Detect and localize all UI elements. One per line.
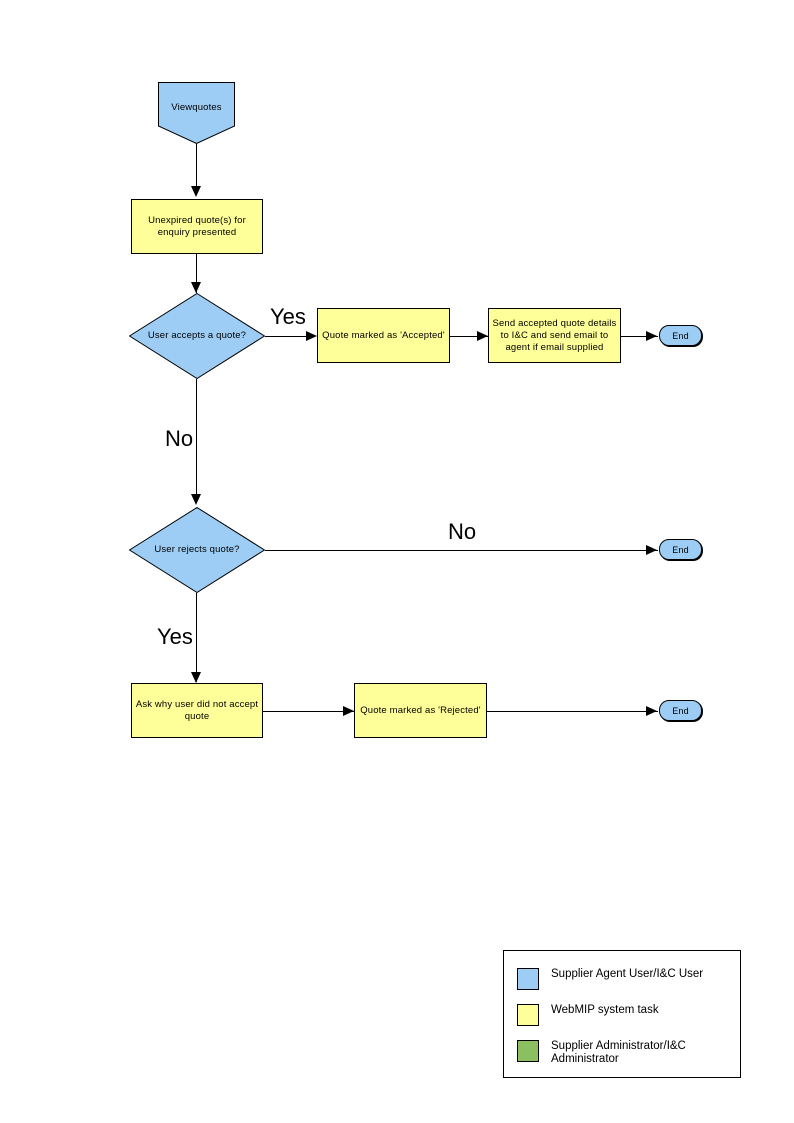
node-end-no-action[interactable]: End	[659, 539, 702, 560]
legend-panel: Supplier Agent User/I&C User WebMIP syst…	[503, 950, 741, 1078]
legend-item-admin: Supplier Administrator/I&C Administrator	[517, 1040, 737, 1066]
node-decision-user-rejects[interactable]: User rejects quote?	[129, 507, 265, 593]
legend-item-actor: Supplier Agent User/I&C User	[517, 968, 703, 990]
connector-unexpired-to-decision-accept	[196, 254, 197, 293]
diamond-shape-icon	[129, 507, 265, 593]
arrowhead-send-details-to-end	[646, 331, 657, 341]
arrowhead-start-to-unexpired	[191, 186, 201, 197]
arrowhead-accepted-to-send-details	[477, 331, 488, 341]
arrowhead-decision-accept-yes	[306, 331, 317, 341]
arrowhead-decision-accept-no	[191, 494, 201, 505]
connector-rejected-to-end	[487, 711, 658, 712]
node-end-accepted-label: End	[672, 330, 689, 341]
legend-swatch-admin	[517, 1040, 539, 1062]
connector-send-details-to-end	[621, 336, 658, 337]
node-unexpired-quotes-label: Unexpired quote(s) for enquiry presented	[148, 214, 246, 238]
node-ask-why[interactable]: Ask why user did not accept quote	[131, 683, 263, 738]
legend-swatch-actor	[517, 968, 539, 990]
node-quote-marked-rejected-label: Quote marked as 'Rejected'	[360, 704, 481, 716]
arrowhead-decision-reject-no	[646, 545, 657, 555]
arrowhead-rejected-to-end	[646, 706, 657, 716]
branch-label-accept-no: No	[165, 426, 194, 451]
connector-decision-reject-yes	[196, 593, 197, 682]
connector-decision-accept-yes	[265, 336, 312, 337]
connector-accepted-to-send-details	[450, 336, 488, 337]
diamond-shape-icon	[129, 293, 265, 379]
node-quote-marked-rejected[interactable]: Quote marked as 'Rejected'	[354, 683, 487, 738]
legend-label-actor: Supplier Agent User/I&C User	[551, 968, 704, 980]
arrowhead-unexpired-to-decision-accept	[191, 282, 201, 293]
node-end-rejected[interactable]: End	[659, 700, 702, 721]
node-end-accepted[interactable]: End	[659, 325, 702, 346]
connector-ask-why-to-rejected	[263, 711, 354, 712]
node-quote-marked-accepted[interactable]: Quote marked as 'Accepted'	[317, 308, 450, 363]
legend-swatch-system	[517, 1004, 539, 1026]
legend-label-admin: Supplier Administrator/I&C Administrator	[551, 1040, 686, 1065]
branch-label-reject-no: No	[448, 519, 477, 544]
node-send-accepted-details[interactable]: Send accepted quote details to I&C and s…	[488, 308, 621, 363]
pentagon-shape-icon	[158, 82, 235, 144]
node-decision-user-accepts[interactable]: User accepts a quote?	[129, 293, 265, 379]
legend-item-system: WebMIP system task	[517, 1004, 659, 1026]
connector-start-to-unexpired	[196, 144, 197, 188]
arrowhead-decision-reject-yes	[191, 672, 201, 683]
branch-label-reject-yes: Yes	[157, 624, 193, 649]
node-end-no-action-label: End	[672, 544, 689, 555]
node-send-accepted-details-label: Send accepted quote details to I&C and s…	[492, 317, 617, 353]
branch-label-accept-yes: Yes	[270, 304, 306, 329]
node-end-rejected-label: End	[672, 705, 689, 716]
node-ask-why-label: Ask why user did not accept quote	[135, 698, 259, 722]
legend-label-system: WebMIP system task	[551, 1004, 659, 1016]
node-quote-marked-accepted-label: Quote marked as 'Accepted'	[322, 329, 445, 341]
node-start-viewquotes[interactable]: Viewquotes	[158, 82, 235, 144]
node-unexpired-quotes[interactable]: Unexpired quote(s) for enquiry presented	[131, 199, 263, 254]
arrowhead-ask-why-to-rejected	[343, 706, 354, 716]
connector-decision-reject-no	[265, 550, 658, 551]
connector-decision-accept-no	[196, 379, 197, 498]
